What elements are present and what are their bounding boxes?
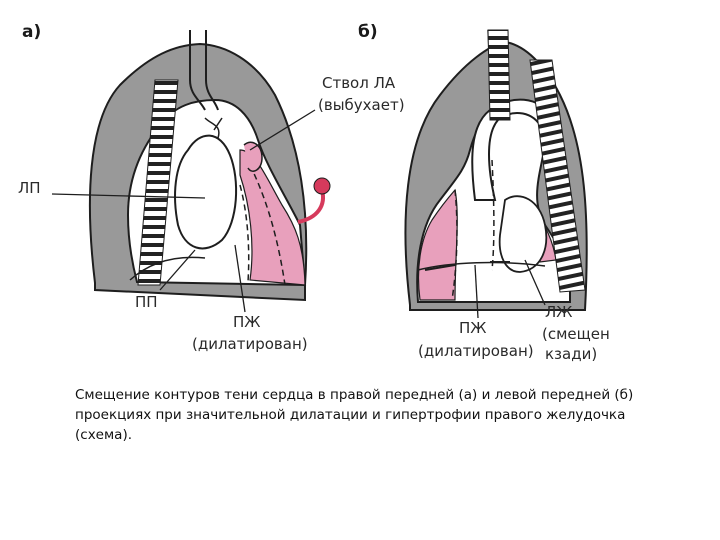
label-pzh-a-line2: (дилатирован) [192,335,308,353]
caption-line-2: проекциях при значительной дилатации и г… [75,407,626,423]
arrow-left-b [424,264,456,271]
left-ventricle-b [498,195,548,273]
contour-dashed-b2 [491,159,495,271]
pointer-lp-a [51,193,206,199]
vertebra-col-b [487,29,511,121]
pointer-trunk-a [249,109,316,151]
trachea-a [189,30,219,111]
diaphragm-line-a [129,256,206,281]
panel-b: б) ПЖ (дилатирован) ЛЖ (смещен кзади) [358,22,610,363]
left-atrium-detail-a [204,117,223,139]
label-trunk-line2: (выбухает) [318,96,405,114]
pointer-lzh-b [524,259,546,306]
pointer-pzh-b [474,264,479,319]
label-pzh-b-line1: ПЖ [459,319,486,337]
label-lzh-line1: ЛЖ [545,303,572,321]
caption-line-3: (схема). [75,427,132,443]
dilated-right-ventricle-a [239,149,306,286]
label-trunk-line1: Ствол ЛА [322,74,396,92]
label-lzh-line3: кзади) [545,345,597,363]
label-lp: ЛП [18,179,41,197]
spine-ribs-b [529,59,586,293]
pointer-pp-a [159,249,196,291]
label-pp: ПП [135,293,158,311]
diaphragm-line-b [417,261,546,271]
panel-a: а) Ствол ЛА (выбухает) ЛП ПП [18,22,405,353]
label-lzh-line2: (смещен [542,325,610,343]
left-atrium-a [174,134,238,250]
bulge-arrow-head-a [313,177,331,195]
dilated-border-dashed-a [249,164,286,286]
label-pzh-a-line1: ПЖ [233,313,260,331]
spine-ribs-a [137,79,179,286]
pointer-pzh-a [234,244,246,313]
panel-a-label: а) [22,22,41,42]
caption-line-1: Смещение контуров тени сердца в правой п… [75,387,634,403]
label-pzh-b-line2: (дилатирован) [418,342,534,360]
panel-b-label: б) [358,22,378,42]
figure-caption: Смещение контуров тени сердца в правой п… [75,385,675,445]
pulmonary-trunk-bulge-a [243,141,263,172]
contour-dashed-b1 [451,189,458,301]
